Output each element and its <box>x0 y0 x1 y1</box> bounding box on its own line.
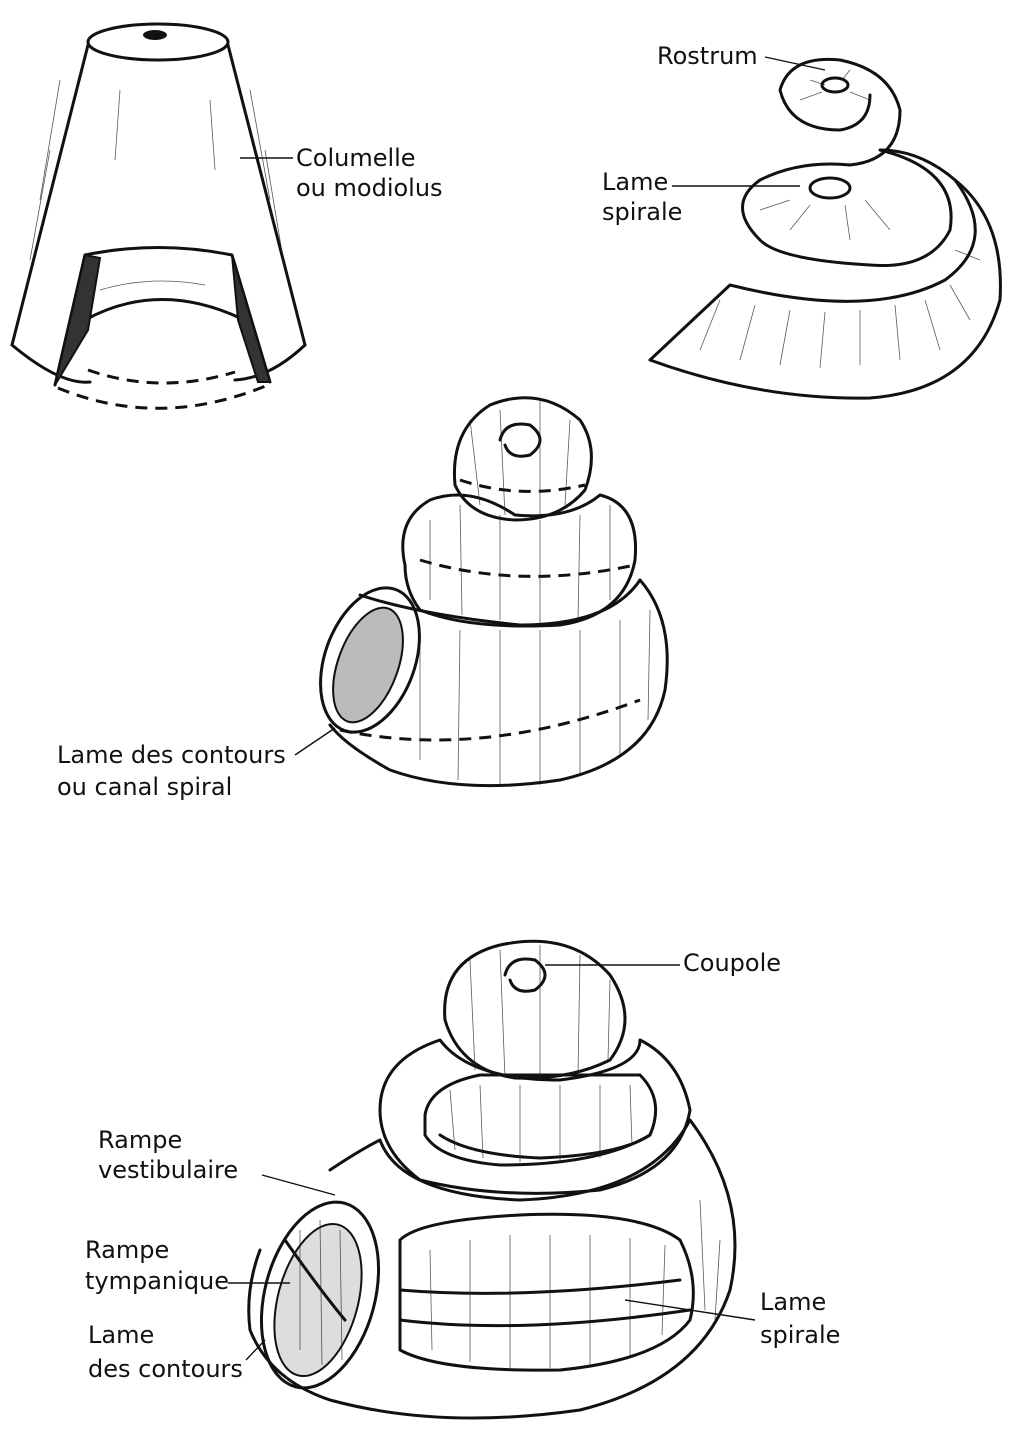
lame-des-contours-label-line2: des contours <box>88 1354 243 1384</box>
coupole-label: Coupole <box>683 948 781 978</box>
rampe-vestibulaire-label-line2: vestibulaire <box>98 1155 238 1185</box>
lame-spirale-top-label-line1: Lame <box>602 167 668 197</box>
canal-spiral-label-line2: ou canal spiral <box>57 772 232 802</box>
lame-spirale-bottom-label-line1: Lame <box>760 1287 826 1317</box>
columella-label-line2: ou modiolus <box>296 173 443 203</box>
lame-spirale-top-label-line2: spirale <box>602 197 682 227</box>
rampe-vestibulaire-label-line1: Rampe <box>98 1125 182 1155</box>
columella-label-line1: Columelle <box>296 143 416 173</box>
rampe-tympanique-label-line1: Rampe <box>85 1235 169 1265</box>
canal-spiral-label-line1: Lame des contours <box>57 740 286 770</box>
lame-des-contours-label-line1: Lame <box>88 1320 154 1350</box>
shell-drawing <box>302 398 667 786</box>
canal-spiral-leader <box>295 728 335 755</box>
rostrum-label: Rostrum <box>657 41 758 71</box>
rampe-tympanique-label-line2: tympanique <box>85 1266 229 1296</box>
rampe-vestibulaire-leader <box>262 1175 335 1195</box>
sectioned-shell-drawing <box>242 941 735 1418</box>
columella-cone <box>12 24 305 408</box>
lame-spirale-bottom-label-line2: spirale <box>760 1320 840 1350</box>
spiral-lamina-drawing <box>650 59 1000 398</box>
